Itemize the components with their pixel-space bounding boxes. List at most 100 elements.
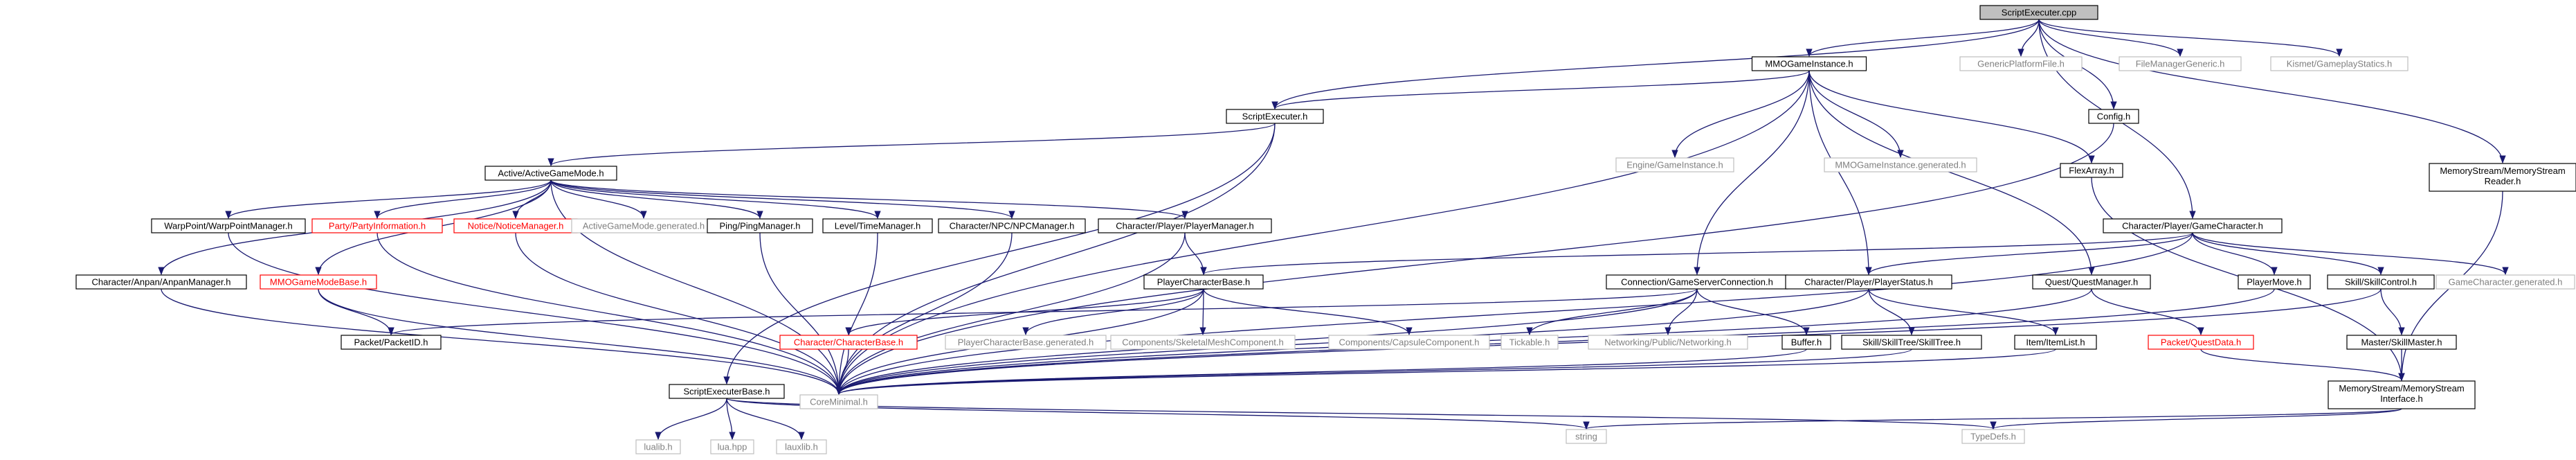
edge-msif-to-typedefs xyxy=(1990,408,2402,430)
node-gcgen[interactable]: GameCharacter.generated.h xyxy=(2436,274,2575,290)
node-box xyxy=(1979,5,2098,20)
edge-wpm-to-core xyxy=(228,232,842,396)
edge-line xyxy=(1199,288,1206,336)
node-box xyxy=(1226,109,1324,124)
edge-layer xyxy=(158,19,2509,441)
edge-agm-to-wpm xyxy=(225,179,552,220)
node-gpf[interactable]: GenericPlatformFile.h xyxy=(1959,56,2083,71)
edge-line xyxy=(835,232,878,396)
node-box xyxy=(799,394,878,409)
node-lauxlib[interactable]: lauxlib.h xyxy=(776,439,827,454)
edge-line xyxy=(1271,70,1810,110)
node-ltm[interactable]: Level/TimeManager.h xyxy=(822,218,933,233)
node-net[interactable]: Networking/Public/Networking.h xyxy=(1588,335,1748,350)
edge-pcb-to-skmesh xyxy=(1199,288,1206,336)
node-luahpp[interactable]: lua.hpp xyxy=(710,439,754,454)
edge-seh-to-agm xyxy=(547,123,1276,167)
edge-line xyxy=(2192,232,2509,276)
edge-line xyxy=(161,288,842,396)
node-label: FileManagerGeneric.h xyxy=(2136,59,2225,69)
node-label: Notice/NoticeManager.h xyxy=(468,221,564,231)
node-gchar[interactable]: Character/Player/GameCharacter.h xyxy=(2103,218,2283,233)
node-box xyxy=(1824,157,1977,172)
node-lualib[interactable]: lualib.h xyxy=(635,439,681,454)
edge-mmogmb-to-core xyxy=(318,288,842,396)
node-anpan[interactable]: Character/Anpan/AnpanManager.h xyxy=(75,274,247,290)
edge-line xyxy=(2017,19,2040,57)
node-mmogmb[interactable]: MMOGameModeBase.h xyxy=(260,274,377,290)
node-party[interactable]: Party/PartyInformation.h xyxy=(311,218,443,233)
node-typedefs[interactable]: TypeDefs.h xyxy=(1961,429,2025,444)
node-label: Config.h xyxy=(2097,112,2130,122)
edge-line xyxy=(550,179,763,220)
node-cbase[interactable]: Character/CharacterBase.h xyxy=(779,335,918,350)
node-label: PlayerCharacterBase.h xyxy=(1157,277,1250,288)
node-agm[interactable]: Active/ActiveGameMode.h xyxy=(484,166,617,181)
node-egi[interactable]: Engine/GameInstance.h xyxy=(1615,157,1734,172)
node-label: Character/Anpan/AnpanManager.h xyxy=(92,277,231,288)
node-root[interactable]: ScriptExecuter.cpp xyxy=(1979,5,2098,20)
node-skilltree[interactable]: Skill/SkillTree/SkillTree.h xyxy=(1841,335,1982,350)
node-box xyxy=(776,439,827,454)
node-agmgen[interactable]: ActiveGameMode.generated.h xyxy=(571,218,716,233)
node-buffer[interactable]: Buffer.h xyxy=(1781,335,1831,350)
node-packetid[interactable]: Packet/PacketID.h xyxy=(341,335,442,350)
node-skillmaster[interactable]: Master/SkillMaster.h xyxy=(2346,335,2457,350)
node-qm[interactable]: Quest/QuestManager.h xyxy=(2032,274,2151,290)
node-seh[interactable]: ScriptExecuter.h xyxy=(1226,109,1324,124)
edge-pm-to-pcb xyxy=(1184,232,1207,276)
edge-mmogi-to-egi xyxy=(1671,70,1810,159)
edge-line xyxy=(374,179,552,220)
node-ssc[interactable]: Skill/SkillControl.h xyxy=(2327,274,2435,290)
node-notice[interactable]: Notice/NoticeManager.h xyxy=(453,218,578,233)
node-fmg[interactable]: FileManagerGeneric.h xyxy=(2119,56,2242,71)
node-capsule[interactable]: Components/CapsuleComponent.h xyxy=(1328,335,1490,350)
node-pm[interactable]: Character/Player/PlayerManager.h xyxy=(1098,218,1272,233)
edge-seb-to-lualib xyxy=(655,398,727,441)
edge-line xyxy=(835,232,1186,396)
node-box xyxy=(822,218,933,233)
edge-gsc-to-packetid xyxy=(388,288,1698,336)
edge-line xyxy=(1865,232,2193,276)
node-pps[interactable]: Character/Player/PlayerStatus.h xyxy=(1785,274,1952,290)
node-kgs[interactable]: Kismet/GameplayStatics.h xyxy=(2270,56,2409,71)
edge-line xyxy=(1200,232,2193,276)
node-itemlist[interactable]: Item/ItemList.h xyxy=(2014,335,2097,350)
edge-ping-to-core xyxy=(759,232,842,396)
edge-line xyxy=(1584,408,2402,430)
node-label: ScriptExecuter.cpp xyxy=(2002,8,2076,18)
node-tick[interactable]: Tickable.h xyxy=(1500,335,1559,350)
node-config[interactable]: Config.h xyxy=(2088,109,2139,124)
edge-line xyxy=(1671,70,1810,159)
edge-mmogmb-to-packetid xyxy=(318,288,394,336)
edge-line xyxy=(1806,19,2040,57)
node-mmogi[interactable]: MMOGameInstance.h xyxy=(1751,56,1867,71)
node-skmesh[interactable]: Components/SkeletalMeshComponent.h xyxy=(1110,335,1296,350)
node-gsc[interactable]: Connection/GameServerConnection.h xyxy=(1606,274,1788,290)
edge-seh-to-seb xyxy=(723,123,1276,385)
edge-gchar-to-gcgen xyxy=(2192,232,2509,276)
node-pcb[interactable]: PlayerCharacterBase.h xyxy=(1143,274,1264,290)
node-label: Character/CharacterBase.h xyxy=(794,337,903,348)
node-mmogigen[interactable]: MMOGameInstance.generated.h xyxy=(1824,157,1977,172)
node-ping[interactable]: Ping/PingManager.h xyxy=(707,218,813,233)
node-pmove[interactable]: PlayerMove.h xyxy=(2238,274,2311,290)
node-flex[interactable]: FlexArray.h xyxy=(2060,163,2123,178)
node-core[interactable]: CoreMinimal.h xyxy=(799,394,878,409)
edge-line xyxy=(2038,19,2506,164)
node-questdata[interactable]: Packet/QuestData.h xyxy=(2148,335,2254,350)
edge-line xyxy=(835,70,1810,396)
node-box xyxy=(2148,335,2254,350)
node-string[interactable]: string xyxy=(1566,429,1607,444)
node-pcbgen[interactable]: PlayerCharacterBase.generated.h xyxy=(945,335,1107,350)
node-box xyxy=(75,274,247,290)
node-seb[interactable]: ScriptExecuterBase.h xyxy=(669,384,785,399)
edge-line xyxy=(835,123,1276,396)
node-wpm[interactable]: WarpPoint/WarpPointManager.h xyxy=(151,218,306,233)
edge-line xyxy=(726,398,1996,430)
node-label: Reader.h xyxy=(2485,176,2521,186)
node-npc[interactable]: Character/NPC/NPCManager.h xyxy=(938,218,1086,233)
